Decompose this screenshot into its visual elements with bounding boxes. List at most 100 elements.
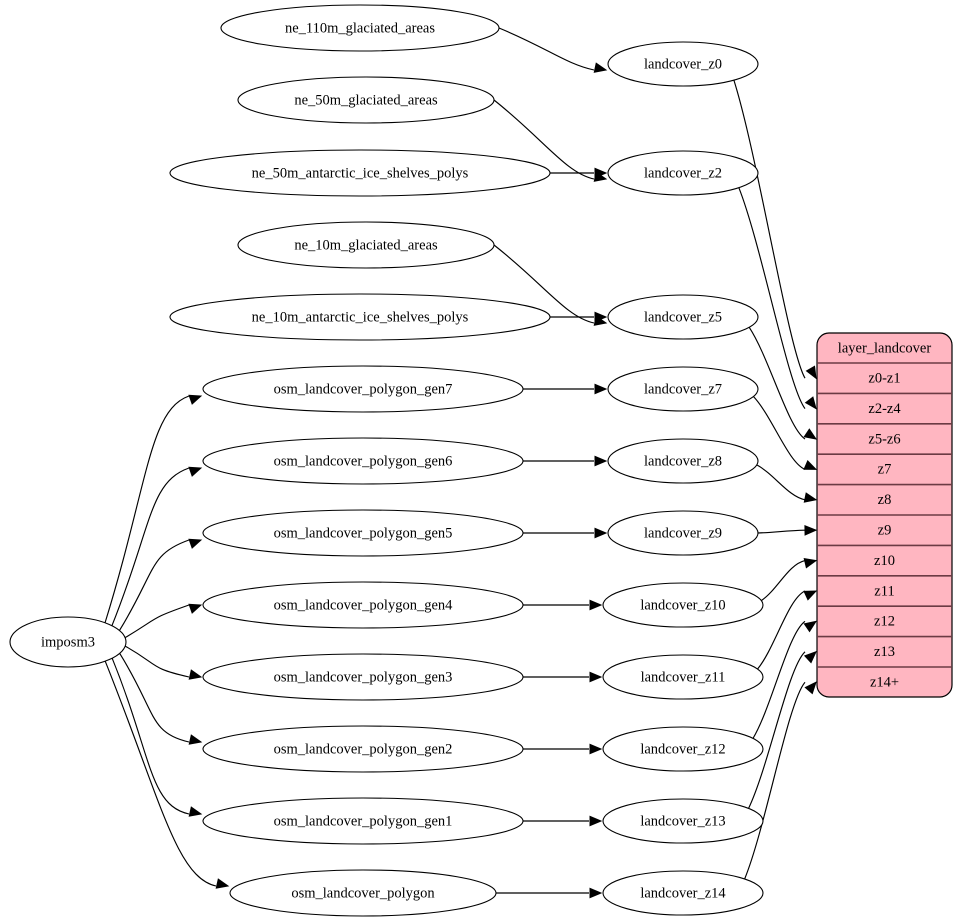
layer-table-cell-z5-z6[interactable]: z5-z6 [868, 431, 900, 447]
node-label-landcover_z0: landcover_z0 [644, 56, 722, 72]
node-osm_landcover_polygon_gen7[interactable]: osm_landcover_polygon_gen7 [202, 365, 524, 413]
node-ne_110m_glaciated_areas[interactable]: ne_110m_glaciated_areas [220, 4, 500, 52]
node-ne_10m_antarctic_ice_shelves_polys[interactable]: ne_10m_antarctic_ice_shelves_polys [169, 293, 551, 341]
node-landcover_z5[interactable]: landcover_z5 [607, 294, 759, 340]
layer-table-cell-z12[interactable]: z12 [874, 614, 895, 630]
node-shape-ne_50m_glaciated_areas [237, 76, 495, 124]
edge-ne_110m_glaciated_areas-to-landcover_z0 [498, 27, 595, 71]
edge-osm_landcover_polygon_gen3-to-landcover_z11-arrowhead-icon [589, 671, 603, 683]
node-landcover_z8[interactable]: landcover_z8 [607, 438, 759, 484]
layer-table-cell-z10[interactable]: z10 [874, 553, 895, 569]
node-label-landcover_z14: landcover_z14 [640, 885, 726, 901]
edge-ne_50m_antarctic_ice_shelves_polys-to-landcover_z2-arrowhead-icon [594, 167, 608, 179]
node-ne_50m_antarctic_ice_shelves_polys[interactable]: ne_50m_antarctic_ice_shelves_polys [169, 149, 551, 197]
node-landcover_z12[interactable]: landcover_z12 [602, 726, 764, 772]
edge-landcover_z13-to-layer_landcover_z13 [748, 651, 806, 809]
node-shape-ne_110m_glaciated_areas [220, 4, 500, 52]
node-imposm3[interactable]: imposm3 [9, 616, 127, 668]
edge-landcover_z11-to-layer_landcover_z11-arrowhead-icon [803, 590, 818, 601]
node-osm_landcover_polygon_gen3[interactable]: osm_landcover_polygon_gen3 [202, 653, 524, 701]
node-label-ne_10m_glaciated_areas: ne_10m_glaciated_areas [294, 237, 438, 253]
node-osm_landcover_polygon_gen5[interactable]: osm_landcover_polygon_gen5 [202, 509, 524, 557]
edge-landcover_z9-to-layer_landcover_z9 [757, 529, 806, 534]
edge-imposm3-to-osm_landcover_polygon_gen7 [104, 395, 190, 623]
node-shape-landcover_z7 [607, 366, 759, 412]
node-landcover_z0[interactable]: landcover_z0 [607, 41, 759, 87]
node-label-osm_landcover_polygon_gen1: osm_landcover_polygon_gen1 [274, 813, 453, 829]
node-label-landcover_z2: landcover_z2 [644, 165, 722, 181]
node-label-osm_landcover_polygon_gen2: osm_landcover_polygon_gen2 [274, 741, 453, 757]
layer-table-header: layer_landcover [838, 340, 932, 356]
node-osm_landcover_polygon[interactable]: osm_landcover_polygon [229, 869, 497, 917]
node-landcover_z10[interactable]: landcover_z10 [602, 582, 764, 628]
node-landcover_z14[interactable]: landcover_z14 [602, 870, 764, 916]
node-landcover_z13[interactable]: landcover_z13 [602, 798, 764, 844]
layer-table-cell-z14plus[interactable]: z14+ [870, 675, 899, 691]
node-label-ne_50m_antarctic_ice_shelves_polys: ne_50m_antarctic_ice_shelves_polys [252, 165, 469, 181]
edge-landcover_z0-to-layer_landcover_z0-z1-arrowhead-icon [805, 365, 817, 380]
edge-osm_landcover_polygon_gen7-to-landcover_z7-arrowhead-icon [594, 383, 608, 395]
node-layer: ne_110m_glaciated_areas ne_50m_glaciated_… [9, 4, 764, 917]
node-landcover_z9[interactable]: landcover_z9 [607, 510, 759, 556]
edge-landcover_z5-to-layer_landcover_z5-z6 [748, 327, 806, 440]
node-shape-osm_landcover_polygon_gen2 [202, 725, 524, 773]
node-shape-landcover_z14 [602, 870, 764, 916]
layer-table-cell-z11[interactable]: z11 [874, 583, 894, 599]
node-label-landcover_z7: landcover_z7 [644, 381, 722, 397]
layer-table-cell-z0-z1[interactable]: z0-z1 [868, 371, 900, 387]
node-osm_landcover_polygon_gen2[interactable]: osm_landcover_polygon_gen2 [202, 725, 524, 773]
edge-landcover_z10-to-layer_landcover_z10 [761, 560, 806, 602]
node-shape-landcover_z10 [602, 582, 764, 628]
edge-landcover_z2-to-layer_landcover_z2-z4-arrowhead-icon [804, 396, 817, 410]
node-label-landcover_z9: landcover_z9 [644, 525, 722, 541]
edge-ne_110m_glaciated_areas-to-landcover_z0-arrowhead-icon [593, 62, 608, 73]
node-landcover_z2[interactable]: landcover_z2 [607, 150, 759, 196]
layer-table-cell-z9[interactable]: z9 [878, 523, 892, 539]
node-shape-osm_landcover_polygon_gen5 [202, 509, 524, 557]
node-label-osm_landcover_polygon_gen3: osm_landcover_polygon_gen3 [274, 669, 453, 685]
node-landcover_z11[interactable]: landcover_z11 [602, 654, 764, 700]
node-shape-osm_landcover_polygon_gen6 [202, 437, 524, 485]
edge-imposm3-to-osm_landcover_polygon_gen1-arrowhead-icon [188, 806, 203, 817]
node-shape-osm_landcover_polygon_gen3 [202, 653, 524, 701]
node-ne_50m_glaciated_areas[interactable]: ne_50m_glaciated_areas [237, 76, 495, 124]
edge-ne_50m_glaciated_areas-to-landcover_z2 [493, 99, 595, 180]
node-label-osm_landcover_polygon_gen7: osm_landcover_polygon_gen7 [274, 381, 453, 397]
edge-ne_10m_glaciated_areas-to-landcover_z5 [493, 244, 595, 324]
node-osm_landcover_polygon_gen4[interactable]: osm_landcover_polygon_gen4 [202, 581, 524, 629]
node-shape-landcover_z0 [607, 41, 759, 87]
node-shape-landcover_z5 [607, 294, 759, 340]
edge-osm_landcover_polygon_gen4-to-landcover_z10-arrowhead-icon [589, 599, 603, 611]
edge-imposm3-to-osm_landcover_polygon_gen5-arrowhead-icon [188, 538, 203, 549]
edge-imposm3-to-osm_landcover_polygon_gen3 [124, 645, 190, 678]
edge-ne_10m_antarctic_ice_shelves_polys-to-landcover_z5-arrowhead-icon [594, 311, 608, 323]
node-shape-ne_10m_glaciated_areas [237, 221, 495, 269]
node-label-landcover_z5: landcover_z5 [644, 309, 722, 325]
edge-imposm3-to-osm_landcover_polygon [104, 660, 217, 887]
layer-table-cell-z13[interactable]: z13 [874, 644, 895, 660]
layer-landcover-table: layer_landcover z0-z1 z2-z4 z5-z6 z7 z8 z9 z10 z… [816, 332, 953, 698]
edge-osm_landcover_polygon-to-landcover_z14-arrowhead-icon [589, 887, 603, 899]
edge-landcover_z12-to-layer_landcover_z12-arrowhead-icon [803, 620, 818, 633]
node-shape-landcover_z8 [607, 438, 759, 484]
node-shape-imposm3 [9, 616, 127, 668]
layer-table-cell-z7[interactable]: z7 [878, 462, 892, 478]
node-label-osm_landcover_polygon: osm_landcover_polygon [291, 885, 435, 901]
edge-imposm3-to-osm_landcover_polygon_gen4 [124, 604, 190, 639]
node-landcover_z7[interactable]: landcover_z7 [607, 366, 759, 412]
edge-imposm3-to-osm_landcover_polygon_gen5 [118, 539, 190, 631]
node-label-landcover_z13: landcover_z13 [640, 813, 725, 829]
edge-landcover_z0-to-layer_landcover_z0-z1 [733, 79, 806, 379]
layer-table-cell-z8[interactable]: z8 [878, 492, 892, 508]
edge-imposm3-to-osm_landcover_polygon_gen6-arrowhead-icon [188, 466, 203, 477]
node-osm_landcover_polygon_gen1[interactable]: osm_landcover_polygon_gen1 [202, 797, 524, 845]
edge-imposm3-to-osm_landcover_polygon_gen2-arrowhead-icon [188, 734, 203, 745]
edge-imposm3-to-osm_landcover_polygon_gen4-arrowhead-icon [188, 603, 203, 614]
node-ne_10m_glaciated_areas[interactable]: ne_10m_glaciated_areas [237, 221, 495, 269]
node-shape-osm_landcover_polygon_gen4 [202, 581, 524, 629]
layer-table-cell-z2-z4[interactable]: z2-z4 [868, 401, 901, 417]
node-osm_landcover_polygon_gen6[interactable]: osm_landcover_polygon_gen6 [202, 437, 524, 485]
edge-landcover_z14-to-layer_landcover_z14_ [744, 681, 806, 880]
edge-landcover_z14-to-layer_landcover_z14_-arrowhead-icon [804, 681, 817, 695]
